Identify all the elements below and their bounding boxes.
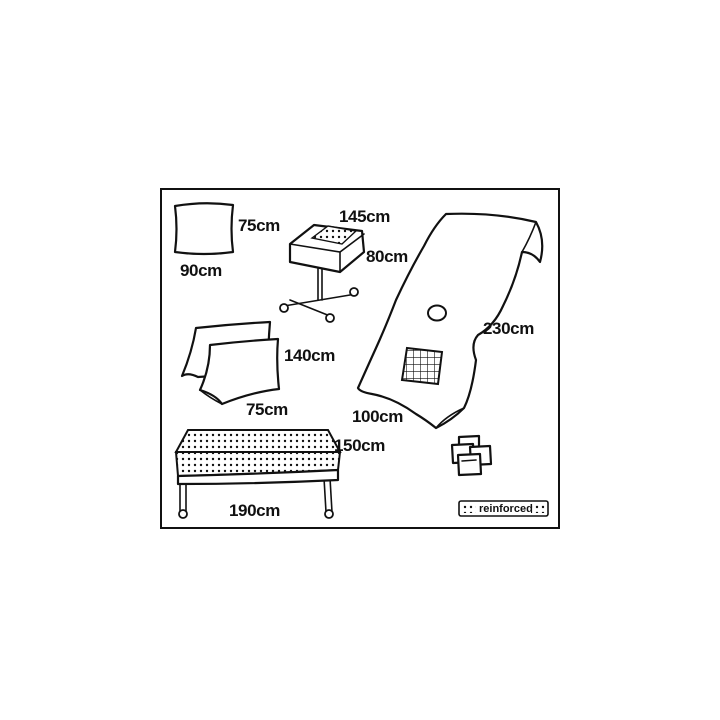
drape-width-label: 100cm <box>352 407 403 426</box>
towel-icon <box>173 202 235 256</box>
sheet-length-label: 140cm <box>284 346 335 365</box>
utility-sheet-icon <box>180 320 281 406</box>
reinforced-legend-label: reinforced <box>479 503 533 515</box>
towel-width-label: 75cm <box>238 216 280 235</box>
mayo-stand-cover-icon <box>279 223 366 323</box>
table-width-label: 150cm <box>334 436 385 455</box>
large-drape-icon <box>356 212 544 430</box>
table-length-label: 190cm <box>229 501 280 520</box>
drape-length-label: 230cm <box>483 319 534 338</box>
towel-length-label: 90cm <box>180 261 222 280</box>
mayo-width-label: 80cm <box>366 247 408 266</box>
reinforced-legend: reinforced <box>458 500 549 517</box>
back-table-cover-icon <box>174 429 342 519</box>
sheet-width-label: 75cm <box>246 400 288 419</box>
mayo-length-label: 145cm <box>339 207 390 226</box>
small-towels-icon <box>450 434 493 477</box>
